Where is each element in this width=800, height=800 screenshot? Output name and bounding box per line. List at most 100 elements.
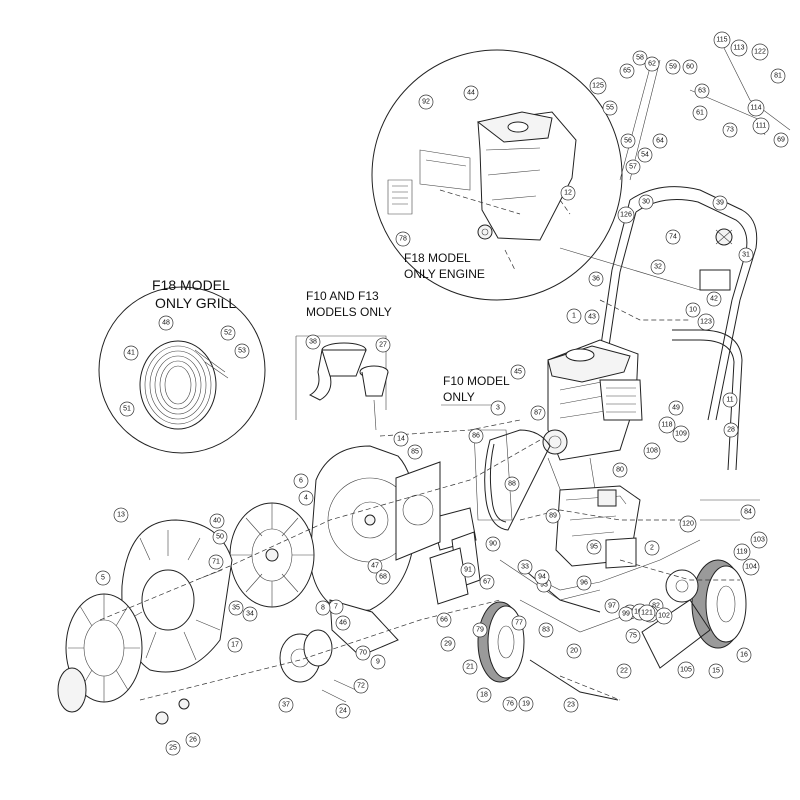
callout-15: 15 — [708, 663, 724, 679]
callout-120: 120 — [679, 515, 697, 533]
callout-label: 22 — [620, 668, 628, 675]
callout-label: 115 — [716, 37, 727, 44]
callout-label: 21 — [466, 664, 474, 671]
callout-44: 44 — [463, 85, 479, 101]
callout-label: 109 — [675, 431, 687, 438]
callout-87: 87 — [530, 405, 546, 421]
callout-label: 4 — [304, 495, 308, 502]
callout-68: 68 — [375, 569, 391, 585]
callout-3: 3 — [490, 400, 506, 416]
callout-label: 79 — [476, 627, 484, 634]
callout-104: 104 — [742, 558, 760, 576]
callout-81: 81 — [770, 68, 786, 84]
callout-89: 89 — [545, 508, 561, 524]
callout-label: 90 — [489, 541, 497, 548]
callout-54: 54 — [637, 147, 653, 163]
callout-label: 103 — [753, 537, 765, 544]
callout-97: 97 — [604, 598, 620, 614]
callout-91: 91 — [460, 562, 476, 578]
callout-label: 70 — [359, 650, 367, 657]
callout-48: 48 — [158, 315, 174, 331]
callout-label: 40 — [213, 518, 221, 525]
callout-34: 34 — [242, 606, 258, 622]
callout-125: 125 — [589, 77, 607, 95]
callout-53: 53 — [234, 343, 250, 359]
callout-label: 36 — [592, 276, 600, 283]
callout-80: 80 — [612, 462, 628, 478]
callout-70: 70 — [355, 645, 371, 661]
callout-label: 58 — [636, 55, 644, 62]
callout-label: 10 — [689, 307, 697, 314]
callout-label: 77 — [515, 620, 523, 627]
callout-label: 64 — [656, 138, 664, 145]
callout-22: 22 — [616, 663, 632, 679]
callout-63: 63 — [694, 83, 710, 99]
callout-64: 64 — [652, 133, 668, 149]
callout-95: 95 — [586, 539, 602, 555]
callout-33: 33 — [517, 559, 533, 575]
callout-75: 75 — [625, 628, 641, 644]
callout-2: 2 — [644, 540, 660, 556]
callout-label: 46 — [339, 620, 347, 627]
callout-label: 20 — [570, 648, 578, 655]
f18-grill-detail-circle — [98, 286, 266, 454]
callout-bubbles: 1234567891011121314151617181920212223242… — [95, 31, 789, 756]
callout-62: 62 — [644, 56, 660, 72]
f10-caption-line1: F10 MODEL — [443, 374, 510, 388]
callout-26: 26 — [185, 732, 201, 748]
callout-109: 109 — [672, 425, 690, 443]
callout-label: 19 — [522, 701, 530, 708]
callout-122: 122 — [751, 43, 769, 61]
callout-label: 37 — [282, 702, 290, 709]
assembly-lines — [99, 299, 740, 701]
callout-43: 43 — [584, 309, 600, 325]
callout-123: 123 — [697, 313, 715, 331]
callout-label: 69 — [777, 137, 785, 144]
callout-label: 42 — [710, 296, 718, 303]
callout-65: 65 — [619, 63, 635, 79]
callout-14: 14 — [393, 431, 409, 447]
callout-label: 63 — [698, 88, 706, 95]
callout-label: 92 — [422, 99, 430, 106]
callout-label: 57 — [629, 164, 637, 171]
callout-label: 23 — [567, 702, 575, 709]
callout-label: 25 — [169, 745, 177, 752]
callout-37: 37 — [278, 697, 294, 713]
callout-108: 108 — [643, 442, 661, 460]
callout-71: 71 — [208, 554, 224, 570]
callout-121: 121 — [638, 604, 656, 622]
callout-9: 9 — [370, 654, 386, 670]
axles — [519, 499, 760, 701]
callout-94: 94 — [534, 569, 550, 585]
callout-label: 99 — [622, 611, 630, 618]
callout-8: 8 — [315, 600, 331, 616]
callout-69: 69 — [773, 132, 789, 148]
callout-label: 28 — [727, 427, 735, 434]
callout-label: 62 — [648, 61, 656, 68]
intake-grill — [57, 593, 143, 713]
callout-76: 76 — [502, 696, 518, 712]
callout-29: 29 — [440, 636, 456, 652]
callout-label: 104 — [745, 564, 757, 571]
callout-12: 12 — [560, 185, 576, 201]
callout-113: 113 — [730, 39, 748, 57]
callout-label: 14 — [397, 436, 405, 443]
callout-label: 12 — [564, 190, 572, 197]
callout-86: 86 — [468, 428, 484, 444]
callout-label: 27 — [379, 342, 387, 349]
callout-30: 30 — [638, 194, 654, 210]
callout-79: 79 — [472, 622, 488, 638]
callout-label: 122 — [754, 49, 766, 56]
callout-label: 2 — [650, 545, 654, 552]
f18-grill — [139, 340, 229, 430]
housing — [309, 445, 441, 657]
callout-19: 19 — [518, 696, 534, 712]
callout-label: 5 — [101, 575, 105, 582]
callout-label: 16 — [740, 652, 748, 659]
callout-20: 20 — [566, 643, 582, 659]
belt — [473, 429, 551, 531]
callout-label: 94 — [538, 574, 546, 581]
callout-105: 105 — [677, 661, 695, 679]
callout-115: 115 — [713, 31, 731, 49]
